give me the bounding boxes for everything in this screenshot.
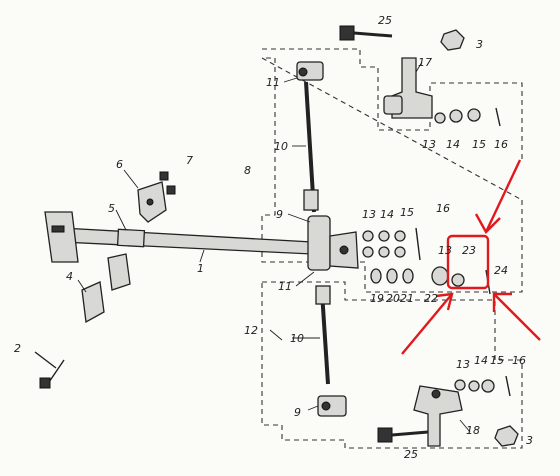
label-19: 19 [370,292,384,305]
bolts-part-7 [159,171,176,195]
bolt-part-25-upper [339,25,393,41]
label-6: 6 [116,158,123,171]
label-13-b: 13 [362,208,376,221]
bolts-part-2 [34,351,65,389]
label-9-lower: 9 [294,406,301,419]
label-5: 5 [108,202,115,215]
label-15-b: 15 [400,206,414,219]
hardware-upper-right [434,107,501,127]
label-7: 7 [186,154,193,167]
label-3-lower: 3 [526,434,533,447]
label-9-upper: 9 [276,208,283,221]
label-14-c: 14 [474,354,488,367]
label-22: 22 [424,292,438,305]
bolt-part-25-lower [377,427,429,443]
label-12: 12 [244,324,258,337]
hardware-middle [362,227,421,261]
label-13-d: 13 [456,358,470,371]
label-15-c: 15 [490,354,504,367]
bracket-part-6 [137,181,167,223]
label-11-lower: 11 [278,280,292,293]
spindle-lower [413,385,463,447]
part-labels: 1 2 3 3 4 5 6 7 8 9 9 10 10 11 11 12 13 … [14,14,533,461]
spindle-upper [383,57,433,119]
label-11-upper: 11 [266,76,280,89]
label-16-b: 16 [436,202,450,215]
tie-rod-upper [296,61,324,213]
label-14-a: 14 [446,138,460,151]
label-16-c: 16 [512,354,526,367]
upper-group-outline [261,48,523,293]
label-24: 24 [494,264,508,277]
nut-part-3-lower [494,425,519,447]
label-3-upper: 3 [476,38,483,51]
label-14-b: 14 [380,208,394,221]
label-20: 20 [386,292,400,305]
label-10-lower: 10 [290,332,304,345]
steering-shaft [61,227,313,255]
hardware-lower-right [454,375,511,397]
label-2: 2 [14,342,21,355]
label-18: 18 [466,424,480,437]
label-13-a: 13 [422,138,436,151]
leader-lines [77,61,471,433]
handle-bracket [44,211,79,263]
tie-rod-lower [315,285,347,417]
label-4: 4 [66,270,73,283]
label-16-a: 16 [494,138,508,151]
label-10-upper: 10 [274,140,288,153]
label-1: 1 [197,262,204,275]
highlight-callout [401,159,541,355]
label-25-lower: 25 [404,448,418,461]
label-21: 21 [400,292,414,305]
label-13-c: 13 [438,244,452,257]
nut-part-23 [451,269,491,295]
nut-part-3-upper [440,29,465,51]
label-25-upper: 25 [378,14,392,27]
label-15-a: 15 [472,138,486,151]
label-17: 17 [418,56,432,69]
clamp-part-4 [81,253,131,324]
pitman-arm [307,215,359,271]
label-23: 23 [462,244,476,257]
hardware-row-19-22 [370,266,449,286]
label-8: 8 [244,164,251,177]
lower-group-outline [261,281,523,449]
